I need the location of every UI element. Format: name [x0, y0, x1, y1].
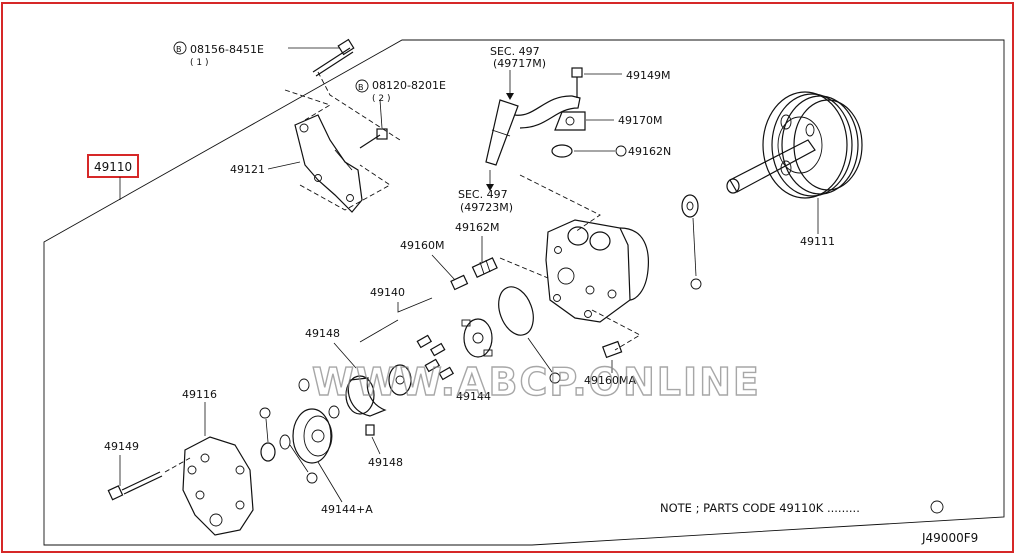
callout-08120[interactable]: 08120-8201E [372, 79, 446, 92]
bracket-guide-lower [299, 164, 391, 211]
callout-49121[interactable]: 49121 [230, 163, 265, 176]
leader-49160M [431, 254, 456, 281]
arrowhead-sec-top [506, 93, 514, 100]
svg-text:B: B [358, 83, 364, 92]
watermark: WWW.ABCP.ONLINE [312, 360, 761, 404]
callout-08120-qty: ( 2 ) [372, 94, 390, 104]
bracket-49121-icon [294, 114, 363, 213]
callout-sec-bottom[interactable]: SEC. 497 [458, 188, 508, 201]
callout-49144A[interactable]: 49144+A [321, 503, 373, 516]
leader-49148-top [333, 342, 357, 369]
oring-large-icon [498, 286, 534, 336]
pin-icon [365, 424, 375, 436]
leader-seal-ring [692, 217, 697, 277]
callout-sec-bottom-sub: (49723M) [460, 201, 513, 214]
callout-sec-top[interactable]: SEC. 497 [490, 45, 540, 58]
bolt-08156-icon: B [173, 38, 355, 77]
callout-49160M[interactable]: 49160M [400, 239, 444, 252]
circle-a-marker-icon [259, 407, 271, 419]
small-oring-icon [328, 405, 340, 419]
pump-body-icon [545, 219, 649, 323]
cam-ring-icon [345, 375, 387, 417]
suction-pipe-icon [485, 95, 586, 166]
callout-49170M[interactable]: 49170M [618, 114, 662, 127]
leader-oring-49116 [265, 418, 269, 443]
circle-a-marker-icon [615, 145, 627, 157]
callout-49162N[interactable]: 49162N [628, 145, 671, 158]
callout-49111[interactable]: 49111 [800, 235, 835, 248]
leader-49148-bottom [371, 436, 381, 455]
seal-ring-icon [681, 194, 699, 218]
callout-49148-top[interactable]: 49148 [305, 327, 340, 340]
parts-code-note: NOTE ; PARTS CODE 49110K ......... [660, 501, 860, 515]
relief-valve-49160M-icon [450, 274, 469, 291]
callout-08156-qty: ( 1 ) [190, 58, 208, 68]
svg-text:B: B [176, 45, 182, 54]
callout-49140[interactable]: 49140 [370, 286, 405, 299]
oring-49162N-icon [551, 144, 573, 158]
callout-49144[interactable]: 49144 [456, 390, 491, 403]
callout-49116[interactable]: 49116 [182, 388, 217, 401]
pump-guide-left [499, 257, 549, 279]
callout-49149[interactable]: 49149 [104, 440, 139, 453]
leader-08120 [379, 99, 383, 129]
callout-49149M[interactable]: 49149M [626, 69, 670, 82]
callout-49148-bottom[interactable]: 49148 [368, 456, 403, 469]
spring-49162M-icon [471, 257, 498, 278]
pump-guide-bottom [591, 309, 641, 351]
pump-guide-top [519, 174, 601, 233]
circle-a-marker-icon [690, 278, 702, 290]
callout-sec-top-sub: (49717M) [493, 57, 546, 70]
circle-a-marker-icon [930, 500, 944, 514]
bolt-guide-1 [317, 71, 401, 141]
callout-49160MA[interactable]: 49160MA [584, 374, 636, 387]
end-plate-49144A-icon [292, 408, 333, 464]
rear-cover-49116-icon [182, 436, 254, 536]
vanes-icon [416, 334, 455, 381]
assembly-code: 49110 [94, 160, 132, 174]
leader-49140-b [359, 319, 399, 343]
bracket-guide-upper [284, 89, 332, 121]
rotor-icon [388, 364, 412, 396]
arrowhead-sec-bottom [486, 184, 494, 191]
leader-49121 [267, 161, 301, 170]
leader-oring-large [527, 337, 553, 373]
connector-49160MA-icon [602, 340, 623, 359]
bolt-49149-guide [164, 457, 191, 473]
bolt-08120-icon: B [355, 79, 388, 149]
leader-49144A [317, 461, 343, 503]
pressure-plate-49144-icon [461, 318, 493, 358]
bolt-49149-icon [107, 471, 163, 501]
bolt-49149M-icon [571, 67, 583, 98]
pulley-49111-icon [726, 91, 863, 199]
oring-49116-icon [260, 442, 276, 462]
small-oring-icon [279, 434, 291, 450]
seal-ring-inner [686, 201, 694, 211]
circle-a-marker-icon [306, 472, 318, 484]
circle-a-marker-icon [549, 372, 561, 384]
leader-49140 [397, 297, 433, 313]
leader-small-oring [289, 444, 309, 473]
assembly-code-box[interactable] [87, 154, 139, 178]
diagram-ref-code: J49000F9 [921, 531, 978, 545]
callout-49162M[interactable]: 49162M [455, 221, 499, 234]
small-oring-icon [298, 378, 310, 392]
assembly-boundary [43, 39, 1005, 546]
callout-08156[interactable]: 08156-8451E [190, 43, 264, 56]
